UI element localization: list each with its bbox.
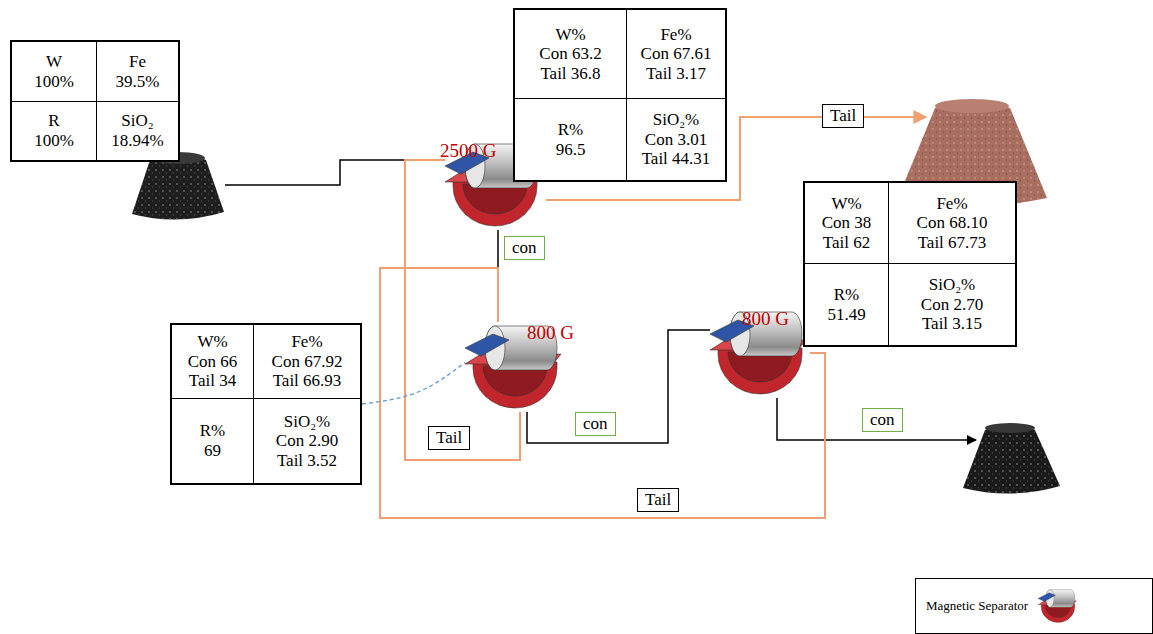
table-cell: R%96.5 — [515, 99, 627, 180]
table-frame: W100%Fe39.5%R100%SiO₂18.94% — [10, 40, 180, 162]
table-frame: W%Con 66Tail 34Fe%Con 67.92Tail 66.93R%6… — [170, 323, 362, 485]
table-value: Tail 34 — [189, 371, 236, 391]
tailings-pile-top — [935, 99, 1009, 113]
table-cell: R%51.49 — [805, 264, 889, 345]
separator-drum — [1046, 590, 1075, 608]
stream-label: con — [575, 412, 616, 436]
table-cell: Fe%Con 68.10Tail 67.73 — [889, 183, 1015, 264]
table-value: 39.5% — [116, 72, 160, 92]
table-value: R — [48, 111, 59, 131]
table-value: Con 2.70 — [921, 295, 983, 315]
table-cell: SiO₂%Con 3.01Tail 44.31 — [627, 99, 725, 180]
separator-trough — [483, 366, 547, 396]
table-value: R% — [834, 285, 860, 305]
flow-line — [225, 160, 445, 185]
assay-table: W100%Fe39.5%R100%SiO₂18.94% — [10, 40, 225, 218]
table-cell: Fe39.5% — [97, 42, 178, 102]
table-cell: SiO₂%Con 2.90Tail 3.52 — [254, 399, 360, 483]
stream-label: Tail — [637, 488, 679, 512]
legend-box: Magnetic Separator — [915, 578, 1153, 634]
table-value: Con 67.61 — [641, 44, 712, 64]
table-frame: W%Con 63.2Tail 36.8Fe%Con 67.61Tail 3.17… — [513, 8, 727, 182]
table-value: Tail 62 — [823, 233, 870, 253]
concentrate-pile-texture — [963, 425, 1060, 494]
concentrate-pile — [963, 425, 1060, 494]
assay-table: W%Con 38Tail 62Fe%Con 68.10Tail 67.73R%5… — [803, 181, 1017, 347]
concentrate-pile-top — [985, 423, 1035, 433]
table-value: W — [46, 52, 62, 72]
table-value: Tail 36.8 — [540, 64, 600, 84]
table-value: Fe — [129, 52, 146, 72]
table-value: Fe% — [660, 25, 691, 45]
field-strength-label: 800 G — [527, 322, 574, 344]
stream-label: Tail — [822, 104, 864, 128]
table-value: Con 63.2 — [539, 44, 601, 64]
table-value: SiO₂% — [929, 275, 976, 295]
table-cell: SiO₂18.94% — [97, 102, 178, 160]
field-strength-label: 800 G — [742, 308, 789, 330]
table-value: 100% — [34, 131, 74, 151]
concentrate-flow-line — [777, 398, 976, 440]
table-cell: W%Con 63.2Tail 36.8 — [515, 10, 627, 99]
table-value: Con 2.90 — [276, 431, 338, 451]
assay-table: W%Con 63.2Tail 36.8Fe%Con 67.61Tail 3.17… — [513, 8, 727, 182]
magnetic-separator: 800 G — [465, 322, 565, 412]
table-value: 51.49 — [827, 305, 865, 325]
stream-label: con — [504, 236, 545, 260]
table-value: Tail 3.15 — [922, 314, 982, 334]
table-value: W% — [197, 332, 227, 352]
flow-line — [380, 268, 825, 518]
table-value: 100% — [34, 72, 74, 92]
separator-trough — [463, 184, 527, 214]
separator-feed-plate — [1038, 593, 1056, 602]
legend-swatch — [1038, 588, 1078, 624]
table-value: R% — [558, 120, 584, 140]
legend-item: Magnetic Separator — [926, 588, 1078, 624]
table-cell: W%Con 66Tail 34 — [172, 325, 254, 399]
table-cell: Fe%Con 67.61Tail 3.17 — [627, 10, 725, 99]
table-value: SiO₂% — [653, 110, 700, 130]
leader-line — [362, 363, 465, 405]
table-value: Tail 67.73 — [918, 233, 987, 253]
table-value: Tail 3.17 — [646, 64, 706, 84]
separator-feed-plate — [465, 334, 509, 356]
table-value: SiO₂ — [121, 111, 153, 131]
table-cell: Fe%Con 67.92Tail 66.93 — [254, 325, 360, 399]
table-value: Con 38 — [822, 213, 872, 233]
table-value: Fe% — [936, 194, 967, 214]
table-value: Con 66 — [188, 352, 238, 372]
table-value: Tail 66.93 — [273, 371, 342, 391]
table-frame: W%Con 38Tail 62Fe%Con 68.10Tail 67.73R%5… — [803, 181, 1017, 347]
field-strength-label: 2500 G — [440, 140, 496, 162]
stream-label: con — [862, 408, 903, 432]
table-value: Fe% — [291, 332, 322, 352]
table-cell: W100% — [12, 42, 97, 102]
table-value: 69 — [204, 441, 221, 461]
feed-pile — [132, 155, 224, 220]
table-cell: SiO₂%Con 2.70Tail 3.15 — [889, 264, 1015, 345]
feed-pile-texture — [132, 155, 224, 220]
table-value: Con 68.10 — [917, 213, 988, 233]
table-value: W% — [831, 194, 861, 214]
table-value: R% — [200, 421, 226, 441]
table-value: Con 3.01 — [645, 130, 707, 150]
table-value: Tail 44.31 — [642, 149, 711, 169]
separator-trough — [728, 352, 792, 382]
table-value: Con 67.92 — [272, 352, 343, 372]
table-value: 96.5 — [556, 140, 586, 160]
table-cell: R%69 — [172, 399, 254, 483]
legend-text: Magnetic Separator — [926, 599, 1028, 614]
table-value: 18.94% — [111, 131, 163, 151]
separator-trough — [1045, 606, 1071, 618]
table-value: Tail 3.52 — [277, 451, 337, 471]
table-value: W% — [555, 25, 585, 45]
magnetic-separator: 800 G — [710, 308, 810, 398]
table-cell: R100% — [12, 102, 97, 160]
table-cell: W%Con 38Tail 62 — [805, 183, 889, 264]
stream-label: Tail — [428, 426, 470, 450]
assay-table: W%Con 66Tail 34Fe%Con 67.92Tail 66.93R%6… — [170, 323, 362, 485]
table-value: SiO₂% — [284, 412, 331, 432]
